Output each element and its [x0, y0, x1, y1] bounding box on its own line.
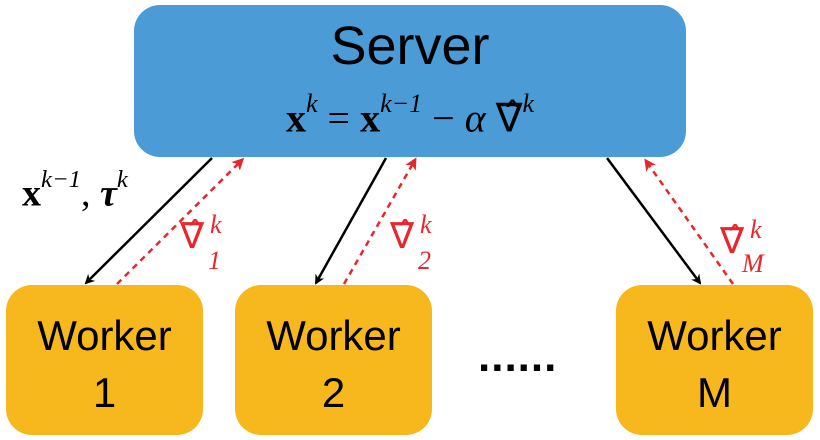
grad-label-worker-1: ∇̂ k 1: [180, 212, 222, 274]
worker-label: Worker: [37, 312, 172, 359]
eq-alpha: α: [464, 95, 486, 141]
grad-label-worker-2: ∇̂ k 2: [390, 212, 432, 274]
grad-symbol: ∇̂: [390, 216, 415, 256]
eq-lhs-x: x: [285, 95, 306, 141]
eq-lhs-sup: k: [305, 89, 318, 118]
grad-sub: 2: [418, 246, 431, 275]
uplink-arrow-worker-2: [342, 157, 417, 285]
downlink-tau: τ: [99, 172, 117, 215]
worker-label: Worker: [647, 312, 782, 359]
server-node: Server xk = xk−1 − α ∇̂k: [134, 5, 686, 157]
grad-sub: 1: [208, 246, 221, 275]
downlink-tau-sup: k: [116, 166, 128, 193]
worker-label: Worker: [266, 312, 401, 359]
downlink-arrow-worker-1: [84, 157, 213, 285]
uplink-arrow-worker-1: [116, 157, 245, 285]
worker-node-m: Worker M: [616, 285, 813, 435]
eq-rhs-sup: k−1: [380, 89, 423, 118]
worker-node-2: Worker 2: [235, 285, 432, 435]
worker-id: 1: [92, 369, 117, 416]
downlink-arrow-worker-m: [605, 157, 702, 285]
grad-symbol: ∇̂: [180, 216, 205, 256]
downlink-x: x: [22, 172, 41, 215]
downlink-sep: ,: [80, 172, 91, 215]
grad-symbol: ∇̂: [720, 221, 745, 261]
eq-rhs-x: x: [360, 95, 381, 141]
grad-sup: k: [420, 210, 432, 239]
grad-sup: k: [210, 210, 222, 239]
uplink-arrow-worker-m: [644, 158, 735, 285]
ellipsis: ......: [478, 332, 558, 381]
eq-grad-sup: k: [522, 89, 535, 118]
downlink-arrow-worker-2: [314, 157, 388, 285]
eq-minus: −: [432, 95, 455, 141]
worker-node-1: Worker 1: [6, 285, 203, 435]
grad-label-worker-m: ∇̂ k M: [720, 217, 764, 277]
worker-id: M: [697, 369, 732, 416]
eq-grad: ∇̂: [495, 95, 523, 141]
eq-equals: =: [327, 95, 351, 141]
server-title: Server: [330, 16, 490, 76]
grad-sub: M: [742, 249, 764, 278]
grad-sup: k: [750, 215, 762, 244]
downlink-x-sup: k−1: [41, 166, 81, 193]
downlink-label: xk−1, τk: [22, 166, 128, 215]
server-update-rule: xk = xk−1 − α ∇̂k: [134, 91, 686, 139]
worker-id: 2: [321, 369, 346, 416]
